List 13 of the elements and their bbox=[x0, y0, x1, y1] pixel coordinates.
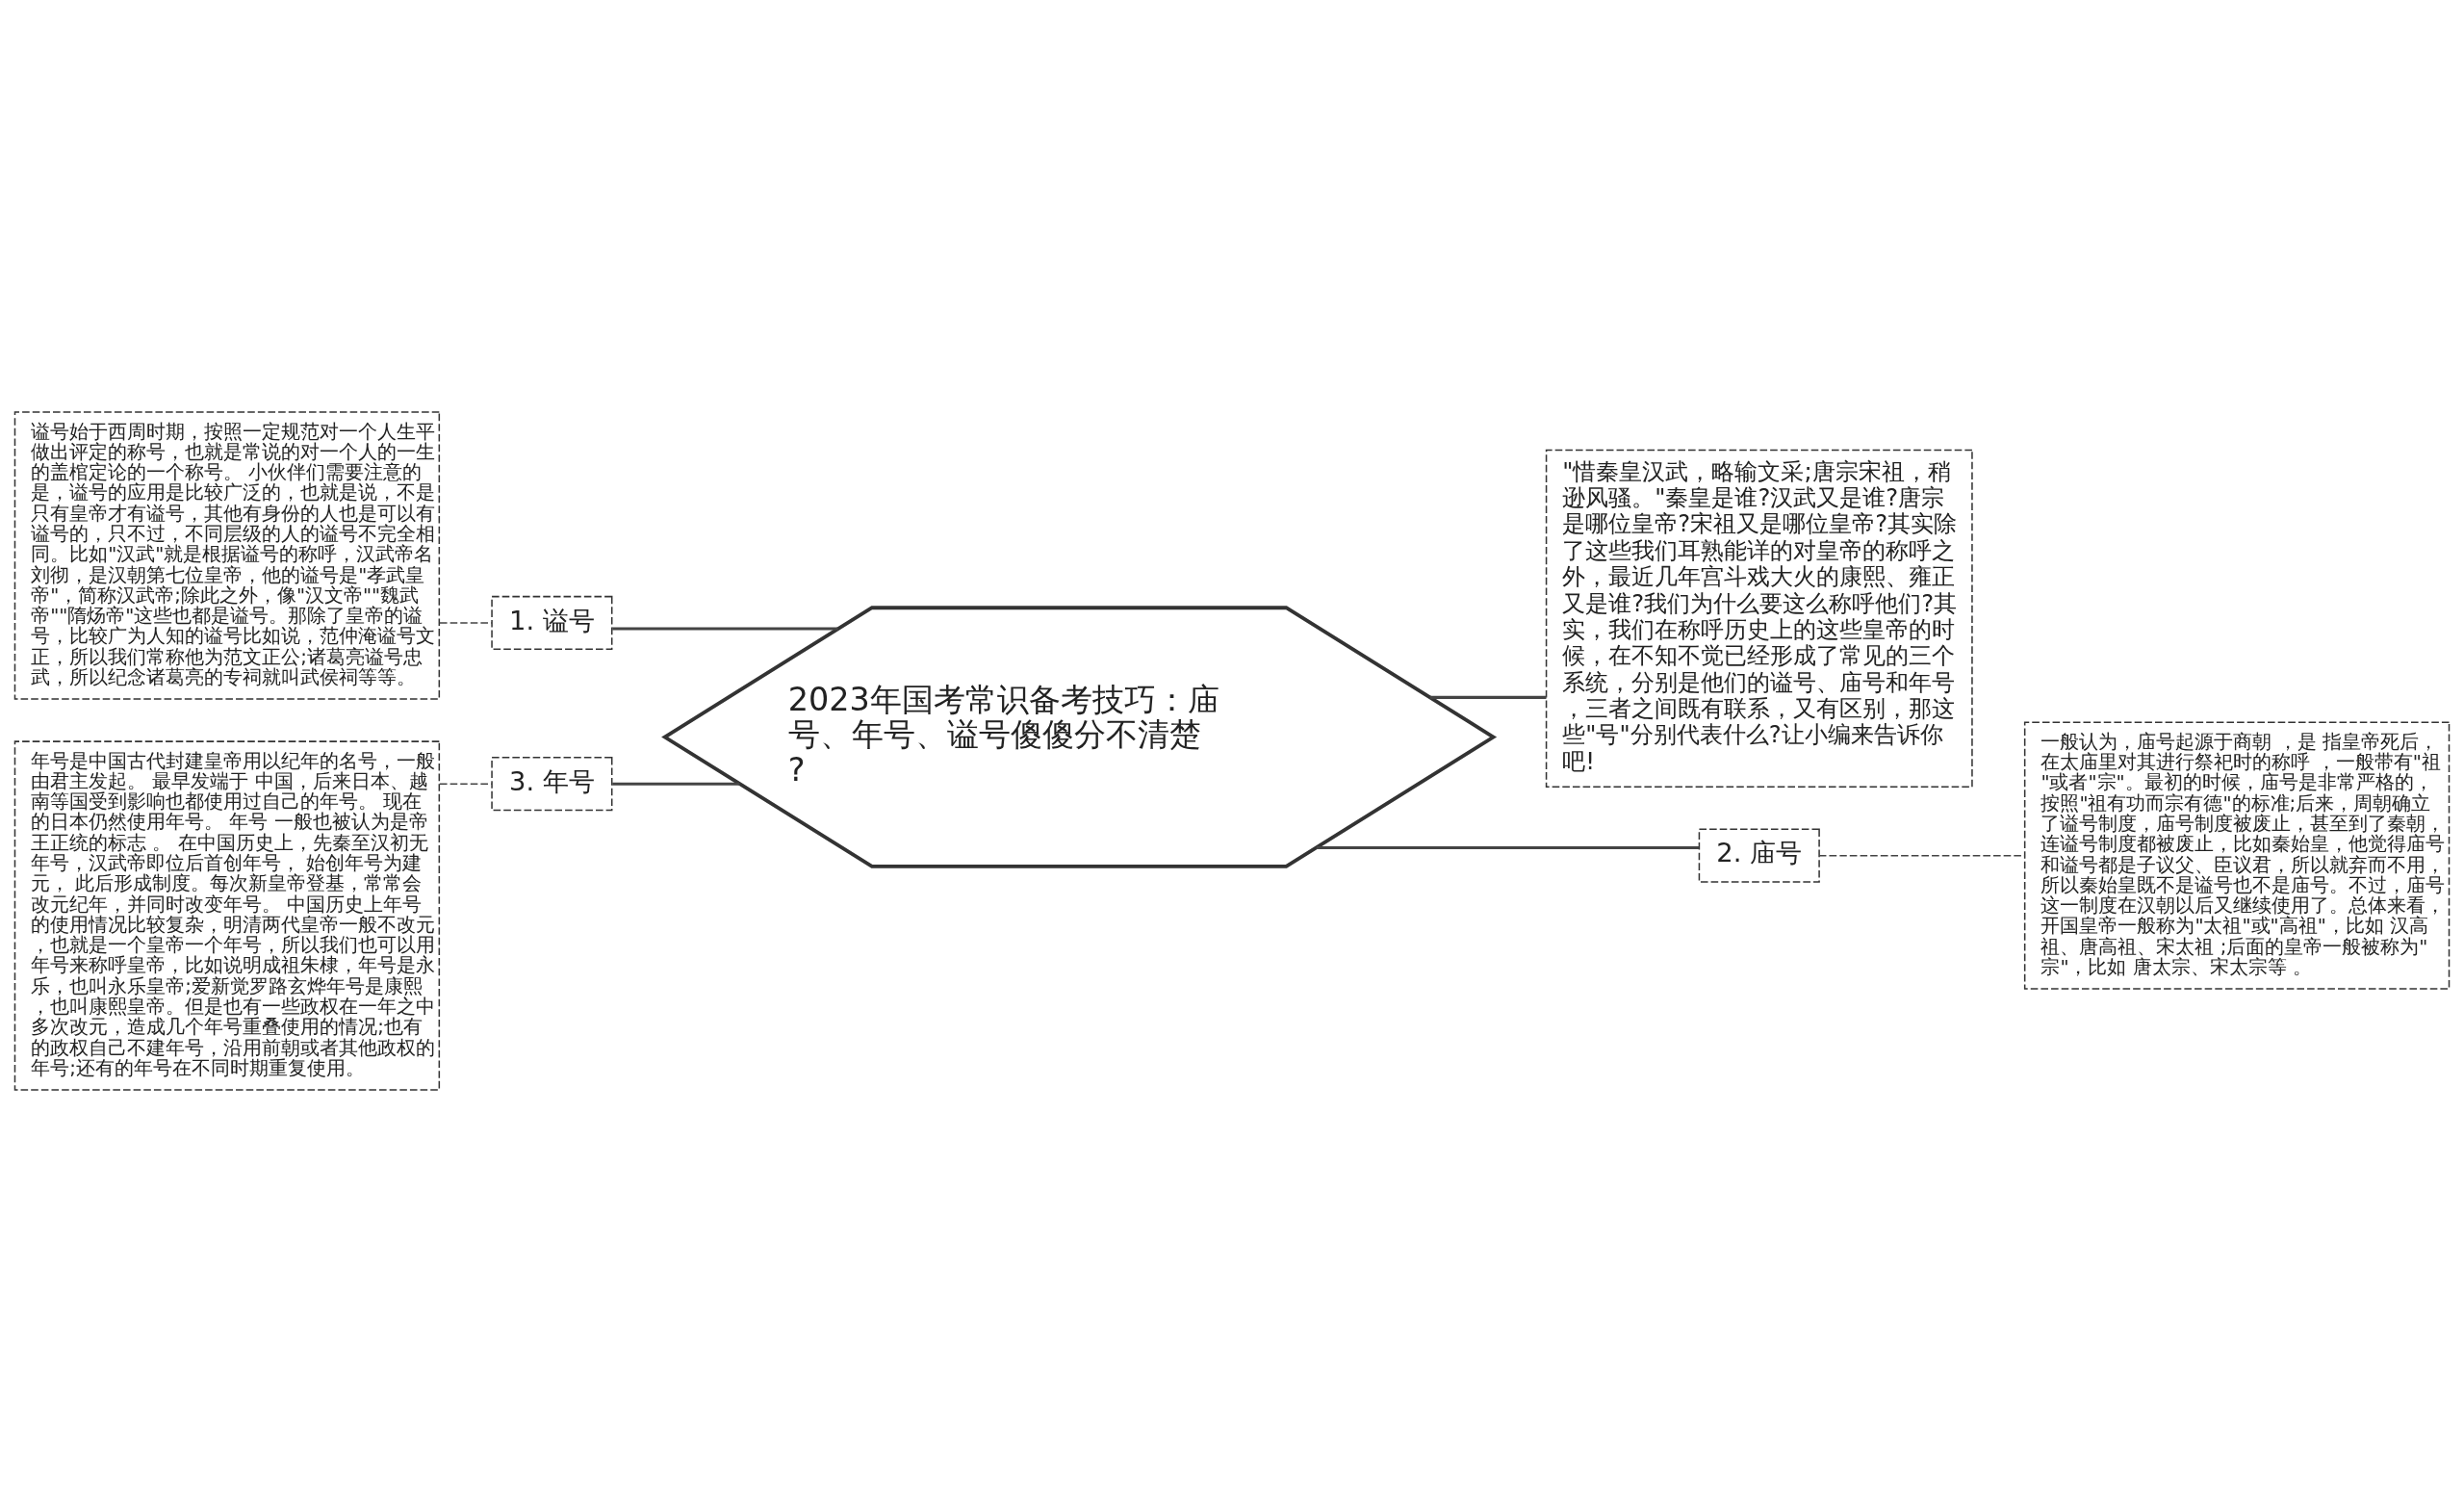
node-box: 年号是中国古代封建皇帝用以纪年的名号，一般由君主发起。 最早发端于 中国，后来日本、越南等国受到影响也都使用过自己的年号。 现在的日本仍然使用年号。 年号 一般也被认为是帝王正统的标志 。 在中国历史上，先秦至汉初无年号，汉武帝即位后首创年号， 始创年号为建元， 此后形成制度。每次新皇帝登基，常常会改元纪年，并同时改变年号。 中国历史上年号的使用情况比较复杂，明清两代皇帝一般不改元，也就是一个皇帝一个年号，所以我们也可以用年号来称呼皇帝，比如说明成祖朱棣，年号是永乐，也叫永乐皇帝;爱新觉罗路玄烨年号是康熙，也叫康熙皇帝。但是也有一些政权在一年之中多次改元，造成几个年号重叠使用的情况;也有的政权自己不建年号，沿用前朝或者其他政权的年号;还有的年号在不同时期重复使用。 bbox=[13, 739, 441, 1091]
connector bbox=[612, 782, 740, 786]
connector bbox=[1429, 695, 1547, 699]
connector bbox=[612, 626, 838, 630]
connector bbox=[1316, 845, 1700, 849]
connector bbox=[439, 782, 493, 785]
node-box: 1. 谥号 bbox=[491, 595, 613, 650]
node-box: 谥号始于西周时期，按照一定规范对一个人生平做出评定的称号，也就是常说的对一个人的一生的盖棺定论的一个称号。 小伙伴们需要注意的是，谥号的应用是比较广泛的，也就是说，不是只有皇帝才有谥号，其他有身份的人也是可以有谥号的，只不过，不同层级的人的谥号不完全相同。比如"汉武"就是根据谥号的称呼，汉武帝名刘彻，是汉朝第七位皇帝，他的谥号是"孝武皇帝"，简称汉武帝;除此之外，像"汉文帝""魏武帝""隋炀帝"这些也都是谥号。那除了皇帝的谥号，比较广为人知的谥号比如说，范仲淹谥号文正，所以我们常称他为范文正公;诸葛亮谥号忠武，所以纪念诸葛亮的专祠就叫武侯祠等等。 bbox=[13, 410, 441, 700]
connector bbox=[439, 621, 493, 624]
node-box: 一般认为，庙号起源于商朝 ，是 指皇帝死后，在太庙里对其进行祭祀时的称呼 ，一般带有"祖"或者"宗"。最初的时候，庙号是非常严格的，按照"祖有功而宗有德"的标准;后来，周朝确立了谥号制度，庙号制度被废止，甚至到了秦朝，连谥号制度都被废止，比如秦始皇，他觉得庙号和谥号都是子议父、臣议君，所以就弃而不用，所以秦始皇既不是谥号也不是庙号。不过，庙号这一制度在汉朝以后又继续使用了。总体来看，开国皇帝一般称为"太祖"或"高祖"，比如 汉高祖、唐高祖、宋太祖 ;后面的皇帝一般被称为"宗"，比如 唐太宗、宋太宗等 。 bbox=[2023, 721, 2451, 990]
node-box: 2. 庙号 bbox=[1698, 828, 1820, 883]
node-box: "惜秦皇汉武，略输文采;唐宗宋祖，稍逊风骚。"秦皇是谁?汉武又是谁?唐宗是哪位皇帝?宋祖又是哪位皇帝?其实除了这些我们耳熟能详的对皇帝的称呼之外，最近几年宫斗戏大火的康熙、雍正又是谁?我们为什么要这么称呼他们?其实，我们在称呼历史上的这些皇帝的时候，在不知不觉已经形成了常见的三个系统，分别是他们的谥号、庙号和年号，三者之间既有联系，又有区别，那这些"号"分别代表什么?让小编来告诉你吧! bbox=[1545, 449, 1973, 788]
node-box: 3. 年号 bbox=[491, 756, 613, 811]
